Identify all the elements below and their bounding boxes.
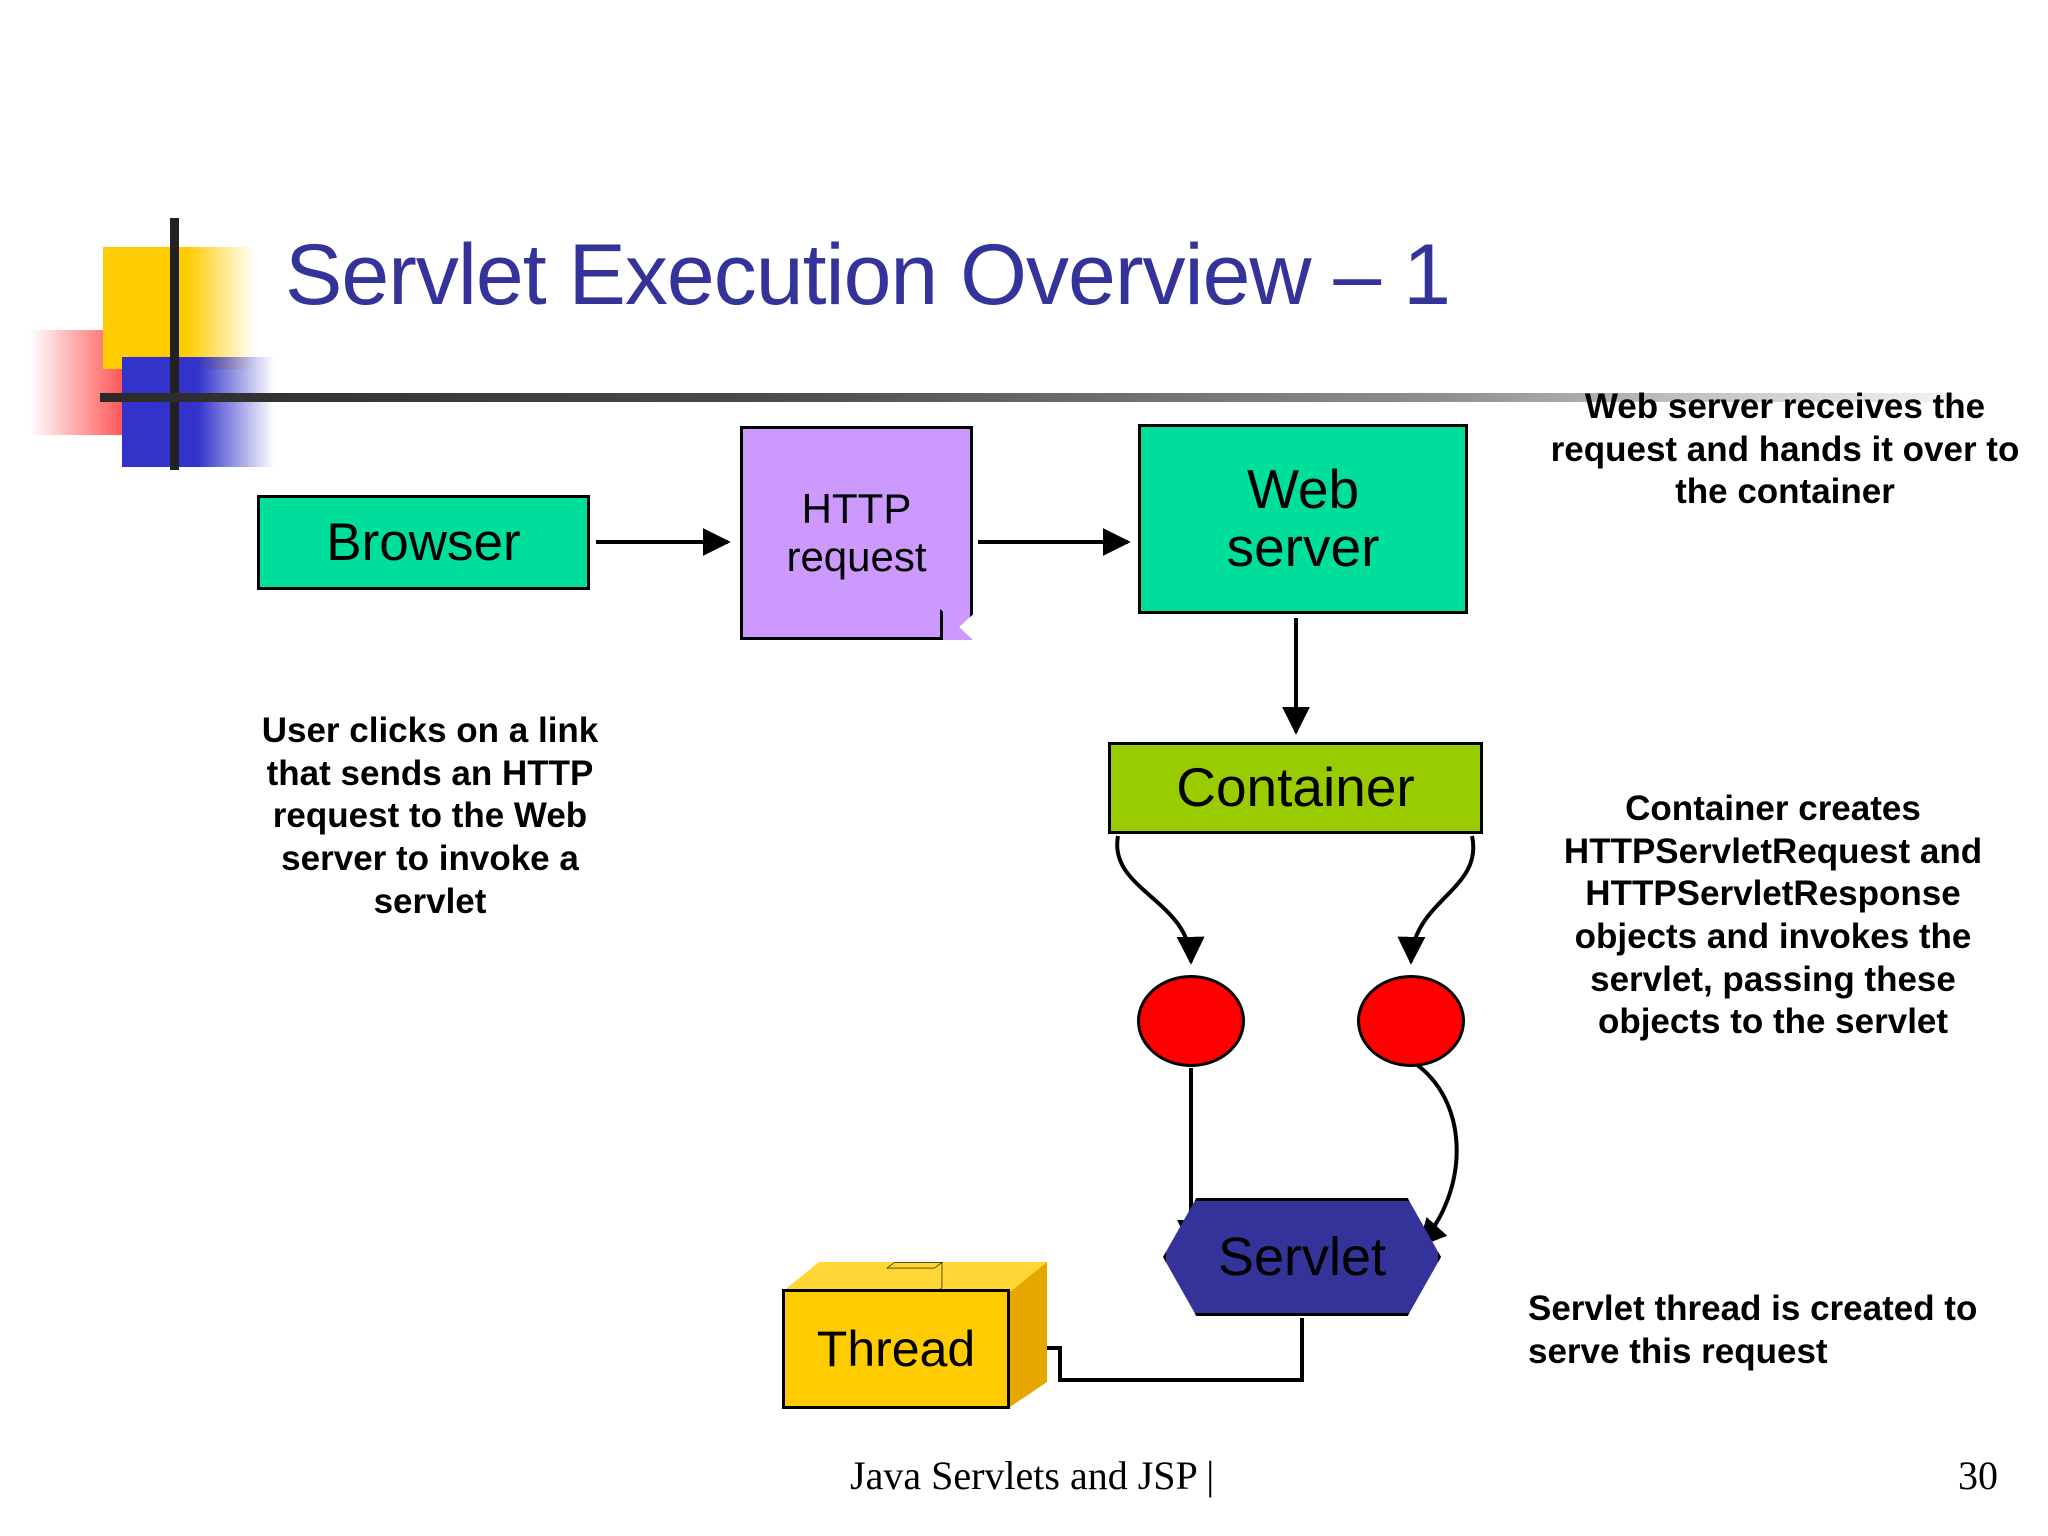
- annotation-container: Container creates HTTPServletRequest and…: [1563, 789, 1983, 1042]
- thread-box[interactable]: Thread: [782, 1262, 1047, 1412]
- http-request-note-body: HTTP request: [740, 426, 973, 640]
- footer-page-number: 30: [1958, 1453, 1998, 1498]
- servlet-label: Servlet: [1217, 1227, 1387, 1287]
- http-request-line2: request: [786, 533, 927, 580]
- decor-yellow-square: [103, 247, 255, 369]
- annotation-user: User clicks on a link that sends an HTTP…: [261, 711, 599, 921]
- thread-box-top-face: [782, 1262, 1047, 1292]
- decor-horizontal-rule: [100, 393, 1955, 402]
- http-request-note[interactable]: HTTP request: [740, 426, 973, 640]
- decor-blue-square: [122, 357, 274, 467]
- web-server-line1: Web: [1246, 458, 1360, 521]
- decor-vertical-rule: [170, 218, 179, 470]
- http-request-line1: HTTP: [801, 484, 912, 532]
- servlet-shape[interactable]: Servlet: [1163, 1198, 1441, 1316]
- request-object-oval[interactable]: [1137, 975, 1245, 1067]
- page-title: Servlet Execution Overview – 1: [285, 227, 1451, 323]
- browser-box[interactable]: Browser: [257, 495, 590, 590]
- thread-label: Thread: [816, 1321, 976, 1377]
- browser-label: Browser: [326, 512, 521, 572]
- footer-title: Java Servlets and JSP |: [850, 1453, 1215, 1498]
- web-server-box[interactable]: Web server: [1138, 424, 1468, 614]
- response-object-oval[interactable]: [1357, 975, 1465, 1067]
- container-box[interactable]: Container: [1108, 742, 1483, 834]
- annotation-web-server: Web server receives the request and hand…: [1550, 387, 2020, 512]
- container-label: Container: [1176, 756, 1415, 819]
- thread-box-front-face: Thread: [782, 1289, 1010, 1409]
- web-server-line2: server: [1226, 516, 1380, 578]
- annotation-thread: Servlet thread is created to serve this …: [1528, 1289, 1978, 1371]
